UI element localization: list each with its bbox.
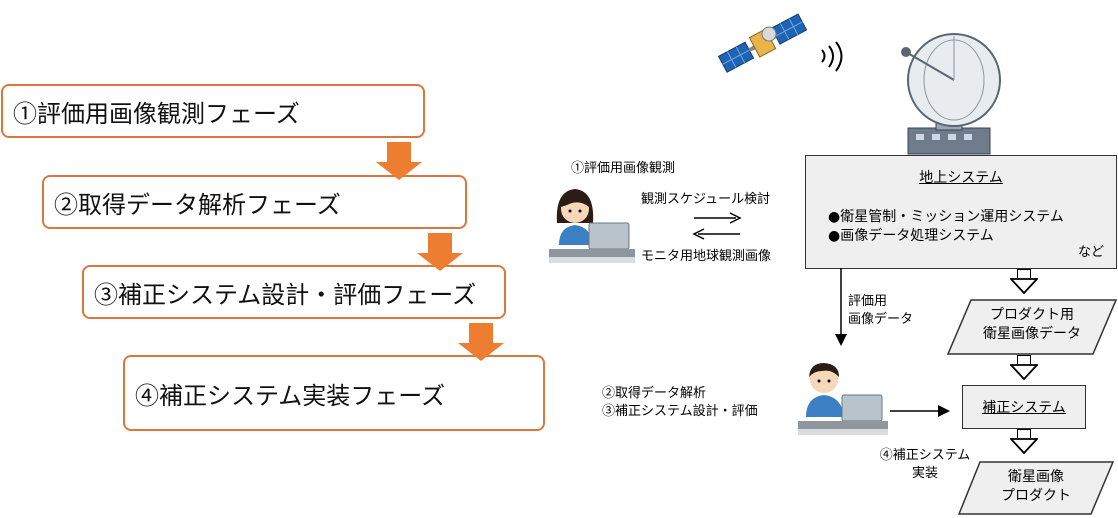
phase-1-box: ①評価用画像観測フェーズ [1, 84, 425, 138]
phase-2-label: ②取得データ解析フェーズ [54, 190, 341, 219]
satellite-product-label-line2: プロダクト [1001, 488, 1071, 504]
satellite-product-shape: 衛星画像 プロダクト [958, 461, 1114, 515]
phase-1-label: ①評価用画像観測フェーズ [13, 99, 300, 128]
analysis-label: ③補正システム設計・評価 [602, 403, 758, 419]
ground-system-box: 地上システム ●衛星管制・ミッション運用システム ●画像データ処理システム など [805, 155, 1117, 269]
ground-system-item: ●衛星管制・ミッション運用システム [828, 209, 1064, 225]
eval-data-label-line1: 評価用 [848, 294, 888, 309]
implementation-label-line1: ④補正システム [879, 448, 971, 463]
operator-icon [549, 189, 635, 263]
product-data-label-line1: プロダクト用 [990, 307, 1074, 323]
schedule-label: 観測スケジュール検討 [641, 192, 771, 207]
eval-data-arrow [835, 268, 847, 346]
ground-system-suffix: など [1077, 245, 1104, 260]
eval-data-label-line2: 画像データ [848, 311, 914, 327]
to-correction-arrow [890, 405, 950, 417]
observation-step-label: ①評価用画像観測 [571, 161, 676, 176]
implementation-label: ④補正システム 実装 [870, 447, 980, 482]
phase-3-label: ③補正システム設計・評価フェーズ [94, 280, 477, 309]
ground-antenna-icon [901, 33, 1001, 155]
phase-4-label: ④補正システム実装フェーズ [135, 381, 446, 410]
phase-2-box: ②取得データ解析フェーズ [42, 175, 467, 229]
analysis-label: ②取得データ解析 [602, 386, 707, 401]
monitor-image-label: モニタ用地球観測画像 [641, 249, 772, 264]
eval-data-label: 評価用 画像データ [848, 293, 913, 328]
satellite-icon [717, 13, 808, 73]
analyst-icon [798, 363, 888, 435]
satellite-product-label-line1: 衛星画像 [1008, 469, 1064, 485]
radio-waves-icon [821, 41, 843, 72]
correction-system-box: 補正システム [962, 385, 1086, 429]
ground-system-item: ●画像データ処理システム [828, 228, 994, 244]
analysis-labels: ②取得データ解析 ③補正システム設計・評価 [602, 385, 758, 420]
product-data-label-line2: 衛星画像データ [983, 326, 1081, 342]
implementation-label-line2: 実装 [911, 465, 938, 481]
ground-system-title: 地上システム [919, 170, 1003, 186]
exchange-arrows [692, 212, 742, 240]
phase-3-box: ③補正システム設計・評価フェーズ [82, 265, 506, 319]
product-data-shape: プロダクト用 衛星画像データ [947, 299, 1117, 355]
correction-system-label: 補正システム [982, 400, 1066, 416]
phase-4-box: ④補正システム実装フェーズ [123, 355, 545, 431]
